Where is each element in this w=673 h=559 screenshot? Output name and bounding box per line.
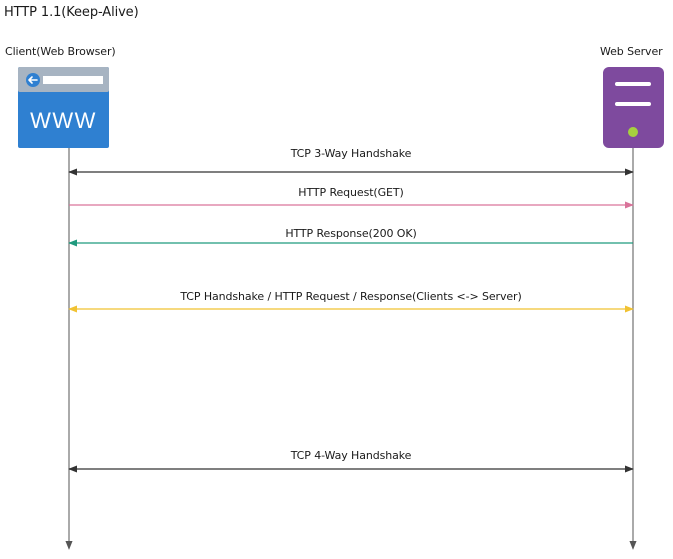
browser-window-icon: WWW [18,67,109,148]
server-label: Web Server [600,45,663,58]
message-label-2: HTTP Request(GET) [298,186,404,199]
diagram-title: HTTP 1.1(Keep-Alive) [4,5,139,20]
server-icon [603,67,664,148]
browser-www-text: WWW [30,108,97,133]
client-label: Client(Web Browser) [5,45,116,58]
message-label-3: HTTP Response(200 OK) [285,227,417,240]
message-label-5: TCP 4-Way Handshake [290,449,412,462]
message-label-1: TCP 3-Way Handshake [290,147,412,160]
message-label-4: TCP Handshake / HTTP Request / Response(… [180,290,522,303]
